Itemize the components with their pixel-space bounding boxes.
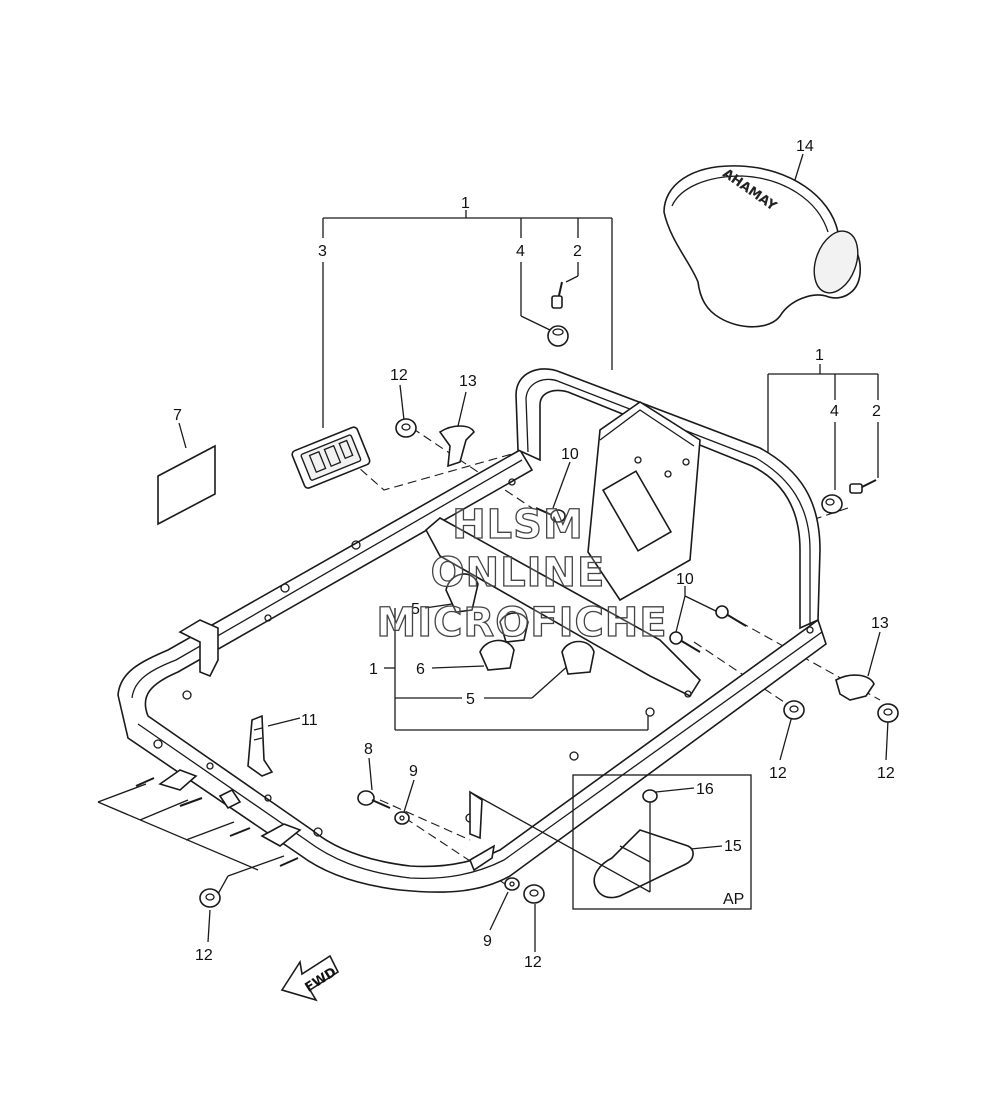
- clip-right: [835, 674, 875, 701]
- callout-2-top: 2: [573, 243, 582, 260]
- callout-13-right: 13: [871, 615, 889, 632]
- seat-cushion: YAMAHA: [663, 165, 861, 328]
- callout-4-right: 4: [830, 403, 839, 420]
- nut-top: [395, 418, 417, 438]
- nut-bottom-left: [199, 888, 221, 908]
- clamp-b: [479, 639, 515, 671]
- rivet-right: [849, 479, 877, 494]
- watermark-line-3: MICROFICHE: [376, 600, 667, 646]
- washer-upper: [394, 811, 410, 825]
- main-frame: [117, 368, 827, 893]
- callout-numbers: 1 3 4 2 14 1 4 2 12 13 7 10 10 13 5 1 6 …: [173, 138, 895, 971]
- switch-panel: [291, 426, 371, 489]
- nut-bottom-center: [523, 884, 545, 904]
- callout-12-right-b: 12: [877, 765, 895, 782]
- bolt-8: [357, 790, 391, 809]
- callout-9-lower: 9: [483, 933, 492, 950]
- watermark: HLSM ONLINE MICROFICHE: [376, 501, 668, 646]
- fwd-arrow: FWD: [280, 954, 340, 1002]
- callout-9-upper: 9: [409, 763, 418, 780]
- leader-lines: [178, 153, 889, 952]
- watermark-line-1: HLSM: [452, 502, 584, 548]
- ap-inset: AP: [469, 774, 752, 910]
- callout-8: 8: [364, 741, 373, 758]
- callout-12-bottom-center: 12: [524, 954, 542, 971]
- bolt-right-a: [715, 605, 747, 627]
- watermark-line-2: ONLINE: [431, 550, 606, 596]
- bolt-right-b: [669, 631, 701, 653]
- callout-13-top: 13: [459, 373, 477, 390]
- damper-right: [821, 494, 843, 514]
- callout-1-left: 1: [369, 661, 378, 678]
- clamp-a: [445, 573, 479, 613]
- inset-label: AP: [723, 891, 744, 908]
- callout-15: 15: [724, 838, 742, 855]
- label-sheet: [157, 444, 216, 526]
- bolt-upper: [535, 507, 566, 523]
- callout-2-right: 2: [872, 403, 881, 420]
- callout-4-top: 4: [516, 243, 525, 260]
- callout-7: 7: [173, 407, 182, 424]
- callout-12-top: 12: [390, 367, 408, 384]
- callout-10-upper: 10: [561, 446, 579, 463]
- callout-12-bottom-left: 12: [195, 947, 213, 964]
- callout-5-upper: 5: [411, 601, 420, 618]
- damper-top: [547, 325, 569, 347]
- callout-11: 11: [301, 712, 318, 729]
- washer-lower: [504, 877, 520, 891]
- callout-16: 16: [696, 781, 714, 798]
- rivet-top: [551, 281, 563, 309]
- callout-10-right: 10: [676, 571, 694, 588]
- clamp-d: [499, 612, 529, 643]
- studs: [135, 777, 299, 867]
- clip-top: [438, 425, 475, 468]
- callout-12-right-a: 12: [769, 765, 787, 782]
- nut-right-a: [783, 700, 805, 720]
- callout-14: 14: [796, 138, 814, 155]
- callout-1-right: 1: [815, 347, 824, 364]
- callout-5-lower: 5: [466, 691, 475, 708]
- callout-6: 6: [416, 661, 425, 678]
- callout-3: 3: [318, 243, 327, 260]
- callout-1-top: 1: [461, 195, 470, 212]
- cable-tie: [247, 714, 274, 777]
- nut-right-b: [877, 703, 899, 723]
- clamp-c: [561, 640, 595, 675]
